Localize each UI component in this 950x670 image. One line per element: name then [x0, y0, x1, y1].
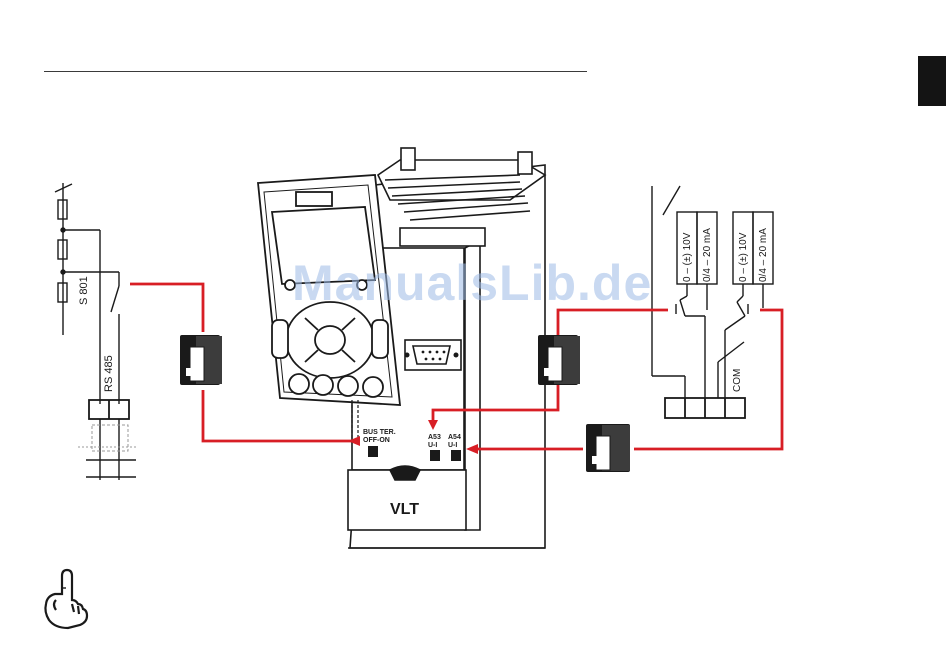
bus-ter-label: BUS TER. — [363, 429, 396, 436]
vlt-brand-label: VLT — [390, 501, 419, 518]
watermark-text: ManualsLib.de — [292, 254, 652, 312]
rs485-termination-schematic — [55, 183, 136, 480]
s801-label: S 801 — [78, 276, 90, 305]
dip-switch-icon — [180, 335, 222, 385]
dip-switch-icon — [538, 335, 580, 385]
rs485-label: RS 485 — [103, 355, 115, 392]
com-label: COM — [732, 369, 743, 392]
bus-ter-switch — [368, 446, 378, 457]
a53-ui-label: U-I — [428, 442, 437, 449]
current-label-left: 0/4 – 20 mA — [702, 228, 713, 282]
voltage-label-right: 0 – (±) 10V — [738, 232, 749, 282]
dip-switch-icon — [586, 424, 630, 472]
a54-switch — [451, 450, 461, 461]
a53-switch — [430, 450, 440, 461]
analog-input-schematic — [652, 186, 773, 418]
voltage-label-left: 0 – (±) 10V — [682, 232, 693, 282]
pointing-hand-icon — [45, 570, 87, 628]
off-on-label: OFF-ON — [363, 437, 390, 444]
a53-label: A53 — [428, 434, 441, 441]
a54-ui-label: U-I — [448, 442, 457, 449]
current-label-right: 0/4 – 20 mA — [758, 228, 769, 282]
a54-label: A54 — [448, 434, 461, 441]
